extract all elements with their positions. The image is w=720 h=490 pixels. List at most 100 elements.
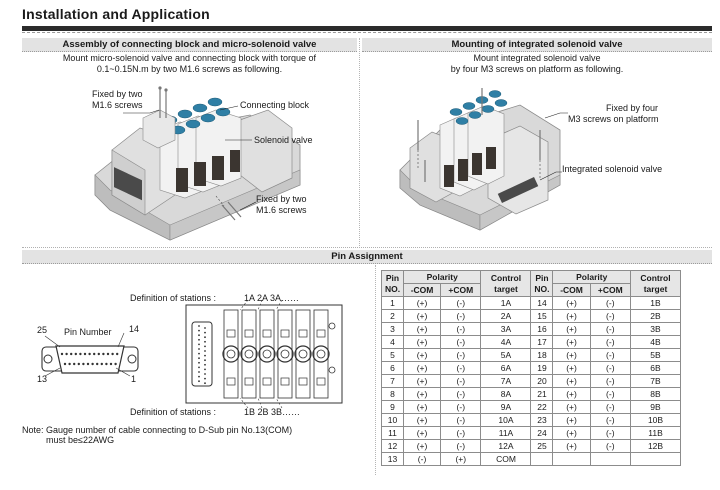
- dsub-pin: [77, 362, 81, 366]
- station-dsub-pin: [198, 375, 200, 378]
- callout-connecting-block: Connecting block: [240, 100, 310, 110]
- cell-pos: (-): [440, 348, 482, 362]
- cell-neg: (+): [402, 348, 442, 362]
- cell-pin: 15: [530, 309, 554, 323]
- dsub-pin: [68, 362, 71, 366]
- station-dsub-pin: [204, 345, 206, 348]
- cell-pin: 22: [530, 400, 554, 414]
- station-dsub-pin: [198, 357, 200, 360]
- cell-target: 11A: [480, 426, 532, 440]
- cell-pin: 20: [530, 374, 554, 388]
- cell-target: 3A: [480, 322, 532, 336]
- cell-pin: 2: [381, 309, 404, 323]
- dsub-pin: [102, 352, 105, 356]
- dsub-pin: [111, 352, 114, 356]
- cell-target: 11B: [630, 426, 681, 440]
- title-rule-dashed: [22, 32, 712, 33]
- cell-neg: (+): [402, 309, 442, 323]
- cell-pos: (-): [589, 374, 632, 388]
- callout-fixed-bottom-line1: Fixed by two: [256, 194, 307, 204]
- cell-pin: 19: [530, 361, 554, 375]
- cell-pin: 18: [530, 348, 554, 362]
- cell-target: COM: [480, 452, 532, 466]
- cell-pin: 13: [381, 452, 404, 466]
- station-fitting: [240, 345, 258, 363]
- cell-target: 7B: [630, 374, 681, 388]
- cell-pos: (-): [589, 322, 632, 336]
- callout-integrated-valve: Integrated solenoid valve: [562, 164, 663, 174]
- dsub-pin: [60, 352, 64, 356]
- cell-neg: (+): [552, 387, 591, 401]
- cell-pos: (-): [440, 361, 482, 375]
- station-fitting: [258, 345, 276, 363]
- cell-neg: (+): [402, 335, 442, 349]
- dsub-pin: [93, 352, 96, 356]
- station-fitting-inner: [226, 349, 236, 359]
- cell-pin: 1: [381, 296, 404, 310]
- assembly-description: Mount micro-solenoid valve and connectin…: [22, 53, 357, 75]
- cell-pos: (-): [589, 413, 632, 427]
- cell-empty: [589, 452, 632, 466]
- station-column: [295, 309, 311, 399]
- station-dsub-pin: [204, 327, 206, 329]
- cell-target: 6B: [630, 361, 681, 375]
- station-dsub-pin: [204, 368, 206, 371]
- cell-neg: (+): [402, 439, 442, 453]
- callout-fixed-top-line2: M1.6 screws: [92, 100, 143, 110]
- callout-fixed-top: Fixed by two M1.6 screws: [92, 89, 143, 111]
- station-fitting-inner: [244, 349, 254, 359]
- station-dsub-pin: [204, 373, 206, 375]
- station-dsub-pin: [198, 348, 200, 350]
- cell-target: 7A: [480, 374, 532, 388]
- gauge-note-line2: must be≤22AWG: [46, 435, 115, 445]
- pin-section-vdivider: [375, 265, 376, 475]
- cell-pos: (-): [589, 296, 632, 310]
- station-dsub-pin: [204, 336, 206, 339]
- section-divider: [359, 38, 360, 248]
- dsub-pin: [106, 352, 110, 356]
- mounting-desc-line1: Mount integrated solenoid valve: [473, 53, 601, 63]
- dsub-pin: [116, 352, 119, 356]
- cell-pos: (-): [440, 335, 482, 349]
- station-dsub-pin: [198, 380, 200, 383]
- cell-neg: (+): [402, 361, 442, 375]
- dsub-pin: [88, 352, 91, 356]
- cell-target: 2B: [630, 309, 681, 323]
- cell-target: 8B: [630, 387, 681, 401]
- station-port: [226, 329, 236, 338]
- cell-pos: (-): [440, 296, 482, 310]
- assembly-desc-line2: 0.1~0.15N.m by two M1.6 screws as follow…: [96, 64, 283, 74]
- cell-pin: 7: [381, 374, 404, 388]
- cell-pos: (-): [440, 374, 482, 388]
- station-dsub-pin: [204, 331, 206, 334]
- dsub-pin: [83, 352, 87, 356]
- cell-pos: (-): [589, 309, 632, 323]
- station-port: [298, 377, 308, 386]
- stations-bottom-label: Definition of stations :: [130, 407, 217, 417]
- station-column: [277, 309, 293, 399]
- cell-neg: (+): [552, 426, 591, 440]
- cell-pin: 8: [381, 387, 404, 401]
- cell-pos: (-): [589, 400, 632, 414]
- th-control-target-right: Control target: [630, 270, 681, 297]
- stations-top-value: 1A 2A 3A……: [244, 293, 300, 303]
- th-pos-com-right: +COM: [589, 283, 632, 297]
- cell-pin: 23: [530, 413, 554, 427]
- callout-fixed-four-line2: M3 screws on platform: [568, 114, 659, 124]
- th-pos-com-left: +COM: [440, 283, 482, 297]
- pin-assignment-table: Pin NO. Polarity Control target Pin NO. …: [381, 270, 681, 466]
- th-polarity-left: Polarity: [402, 270, 482, 284]
- connector-pin-14: 14: [129, 324, 140, 334]
- cell-pin: 21: [530, 387, 554, 401]
- dsub-pin: [91, 362, 94, 366]
- cell-pos: (-): [440, 439, 482, 453]
- cell-pin: 17: [530, 335, 554, 349]
- station-column: [313, 309, 329, 399]
